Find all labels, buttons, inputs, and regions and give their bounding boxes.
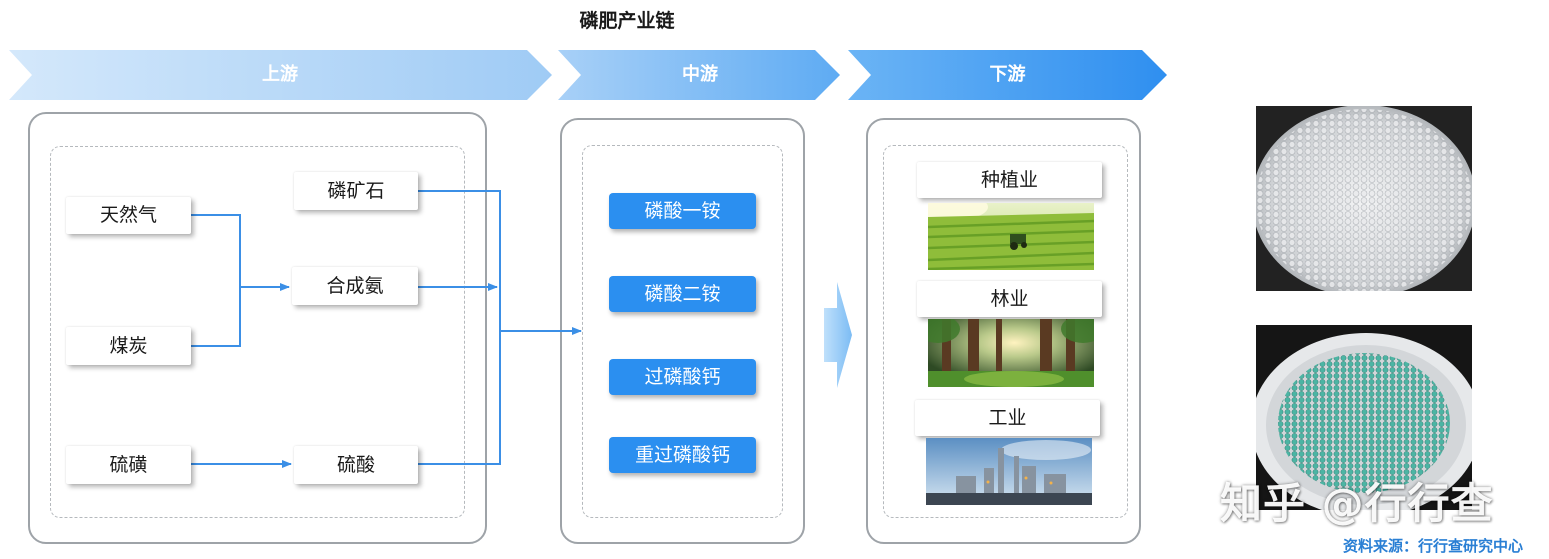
downstream-banner [848, 50, 1167, 100]
app-forestry: 林业 [917, 281, 1102, 317]
farm-field-image [928, 203, 1094, 270]
node-natural-gas: 天然气 [66, 197, 191, 234]
downstream-inner-frame [883, 145, 1128, 518]
product-tsp: 重过磷酸钙 [609, 437, 756, 473]
app-planting: 种植业 [917, 162, 1102, 198]
midstream-inner-frame [582, 145, 783, 518]
source-note: 资料来源：行行查研究中心 [1343, 537, 1524, 555]
product-ssp: 过磷酸钙 [609, 359, 756, 395]
node-coal: 煤炭 [66, 327, 191, 365]
white-fertilizer-granules-image [1256, 106, 1472, 291]
line-natural-gas [191, 214, 241, 347]
app-industry: 工业 [915, 400, 1100, 436]
watermark-text: 知乎 @行行查 [1220, 479, 1494, 528]
node-synthetic-ammonia: 合成氨 [292, 267, 418, 305]
midstream-banner [558, 50, 840, 100]
forest-image [928, 319, 1094, 387]
midstream-label: 中游 [682, 64, 718, 85]
downstream-label: 下游 [989, 64, 1026, 85]
industrial-plant-image [926, 438, 1092, 505]
upstream-banner [9, 50, 552, 100]
diagram-title: 磷肥产业链 [579, 10, 675, 32]
node-phosphate-rock: 磷矿石 [294, 172, 418, 210]
product-map: 磷酸一铵 [609, 193, 756, 229]
flow-arrow-mid-to-down [824, 282, 852, 388]
green-fertilizer-granules-image [1256, 325, 1472, 510]
upstream-inner-frame [50, 146, 465, 518]
upstream-label: 上游 [262, 64, 298, 85]
stage-banners [9, 50, 1167, 100]
node-sulfuric-acid: 硫酸 [294, 446, 418, 484]
node-sulfur: 硫磺 [66, 446, 191, 484]
line-phosphate-rock [418, 190, 501, 465]
product-dap: 磷酸二铵 [609, 276, 756, 312]
